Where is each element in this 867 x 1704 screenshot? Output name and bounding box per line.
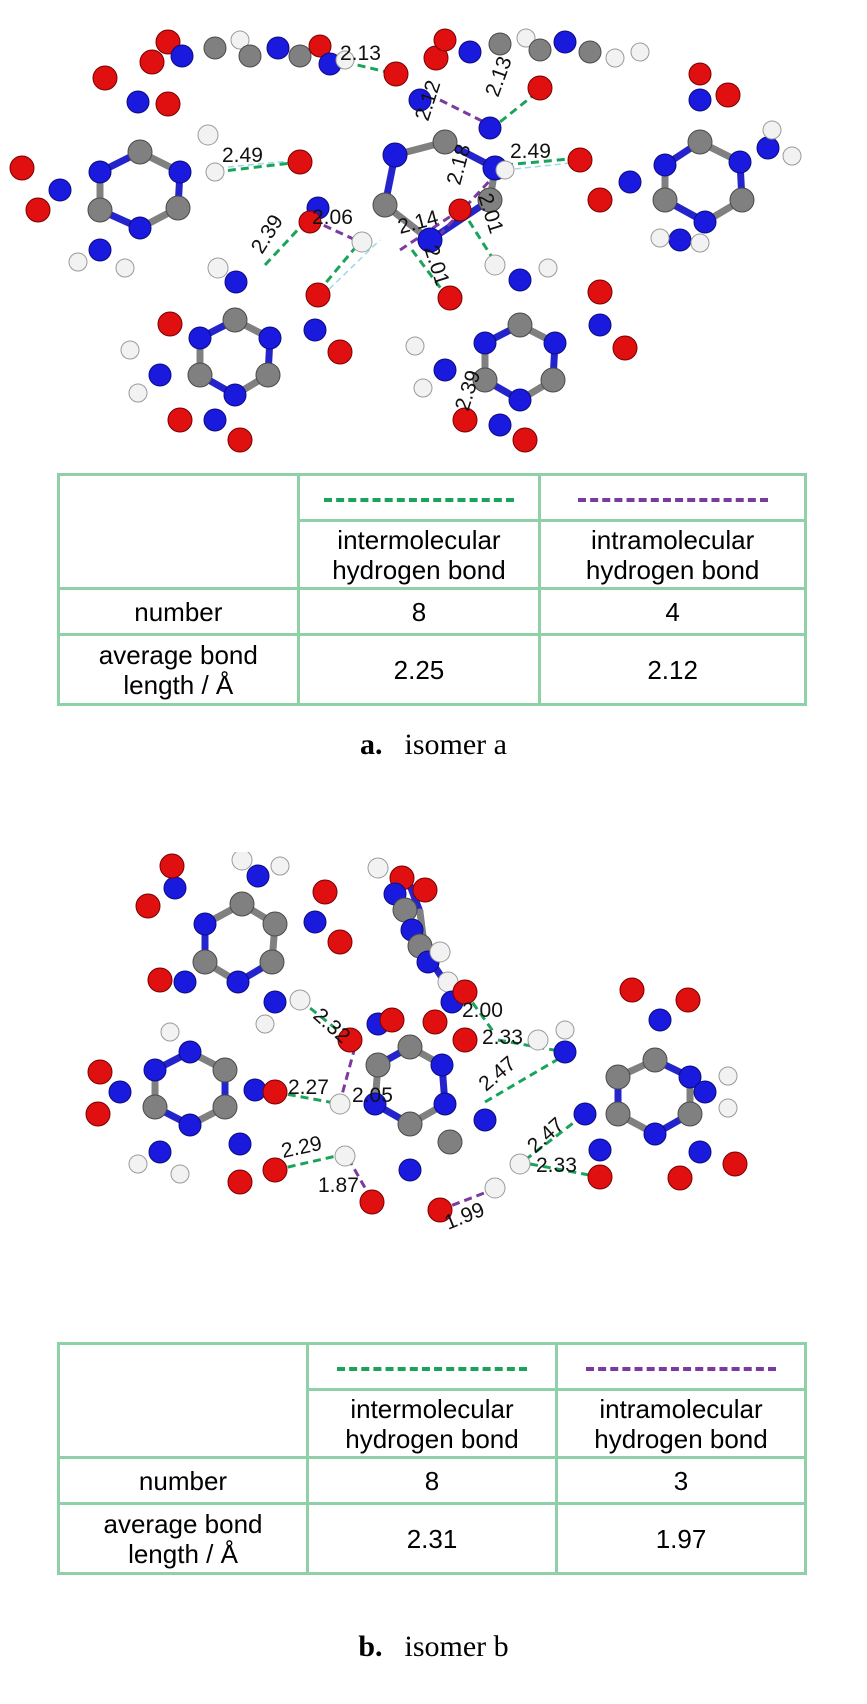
isomer-b-structure: 2.32 2.00 2.33 2.27 2.05 2.47 2.29 2.47 …	[85, 852, 748, 1235]
caption-letter: a.	[360, 728, 383, 761]
intermolecular-legend-cell	[296, 473, 542, 522]
intermolecular-header: intermolecular hydrogen bond	[296, 519, 542, 590]
distance-label: 2.39	[451, 368, 486, 414]
isomer-b-panel: 2.32 2.00 2.33 2.27 2.05 2.47 2.29 2.47 …	[0, 852, 867, 1704]
caption-letter: b.	[358, 1630, 383, 1663]
distance-label: 1.87	[318, 1174, 359, 1197]
distance-label: 2.49	[222, 144, 263, 167]
average-row-label: average bond length / Å	[57, 633, 300, 706]
distance-label: 2.33	[482, 1026, 523, 1049]
distance-label: 2.01	[419, 242, 454, 288]
intramolecular-legend-line	[577, 497, 768, 502]
intermolecular-number: 8	[296, 587, 542, 636]
number-row-label: number	[57, 1456, 309, 1505]
isomer-a-bonds	[96, 138, 746, 404]
distance-label: 2.47	[523, 1113, 569, 1157]
intramolecular-legend-cell	[538, 473, 807, 522]
average-row-label: average bond length / Å	[57, 1502, 309, 1575]
number-row-label: number	[57, 587, 300, 636]
isomer-a-table: intermolecular hydrogen bond intramolecu…	[57, 473, 807, 706]
isomer-b-atom-drawing	[135, 852, 353, 1034]
intermolecular-legend-line	[337, 1366, 527, 1371]
distance-label: 2.27	[288, 1076, 329, 1099]
empty-header-cell	[57, 1342, 309, 1459]
isomer-a-caption: a. isomer a	[0, 728, 867, 762]
isomer-a-structure: 2.13 2.13 2.12 2.49 2.49 2.06 2.18 2.39 …	[9, 28, 802, 453]
intermolecular-number: 8	[306, 1456, 558, 1505]
intramolecular-average: 1.97	[555, 1502, 807, 1575]
empty-header-cell	[57, 473, 300, 590]
intramolecular-average: 2.12	[538, 633, 807, 706]
isomer-b-table: intermolecular hydrogen bond intramolecu…	[57, 1342, 807, 1575]
distance-label: 2.39	[247, 211, 288, 258]
distance-label: 2.49	[510, 140, 551, 163]
intermolecular-average: 2.31	[306, 1502, 558, 1575]
isomer-a-atoms	[9, 28, 802, 453]
isomer-b-ring-atoms	[85, 857, 748, 1223]
distance-label: 2.06	[312, 206, 353, 229]
distance-label: 2.33	[536, 1154, 577, 1177]
intramolecular-legend-cell	[555, 1342, 807, 1391]
intermolecular-average: 2.25	[296, 633, 542, 706]
intermolecular-legend-line	[323, 497, 514, 502]
caption-text: isomer a	[404, 728, 507, 761]
intermolecular-legend-cell	[306, 1342, 558, 1391]
distance-label: 2.05	[352, 1084, 393, 1107]
distance-label: 2.00	[462, 999, 503, 1022]
isomer-b-caption: b. isomer b	[0, 1630, 867, 1664]
distance-label: 2.01	[473, 190, 508, 236]
caption-text: isomer b	[404, 1630, 509, 1663]
distance-label: 2.13	[481, 53, 517, 99]
intramolecular-header: intramolecular hydrogen bond	[538, 519, 807, 590]
distance-label: 2.47	[474, 1052, 520, 1096]
distance-label: 2.13	[340, 42, 381, 65]
intramolecular-number: 3	[555, 1456, 807, 1505]
intramolecular-number: 4	[538, 587, 807, 636]
intermolecular-header: intermolecular hydrogen bond	[306, 1388, 558, 1459]
distance-label: 2.29	[279, 1132, 324, 1163]
intramolecular-legend-line	[586, 1366, 776, 1371]
distance-label: 2.12	[411, 78, 446, 124]
intramolecular-header: intramolecular hydrogen bond	[555, 1388, 807, 1459]
isomer-a-hydrogen-bonds	[214, 60, 581, 299]
isomer-a-panel: 2.13 2.13 2.12 2.49 2.49 2.06 2.18 2.39 …	[0, 0, 867, 830]
